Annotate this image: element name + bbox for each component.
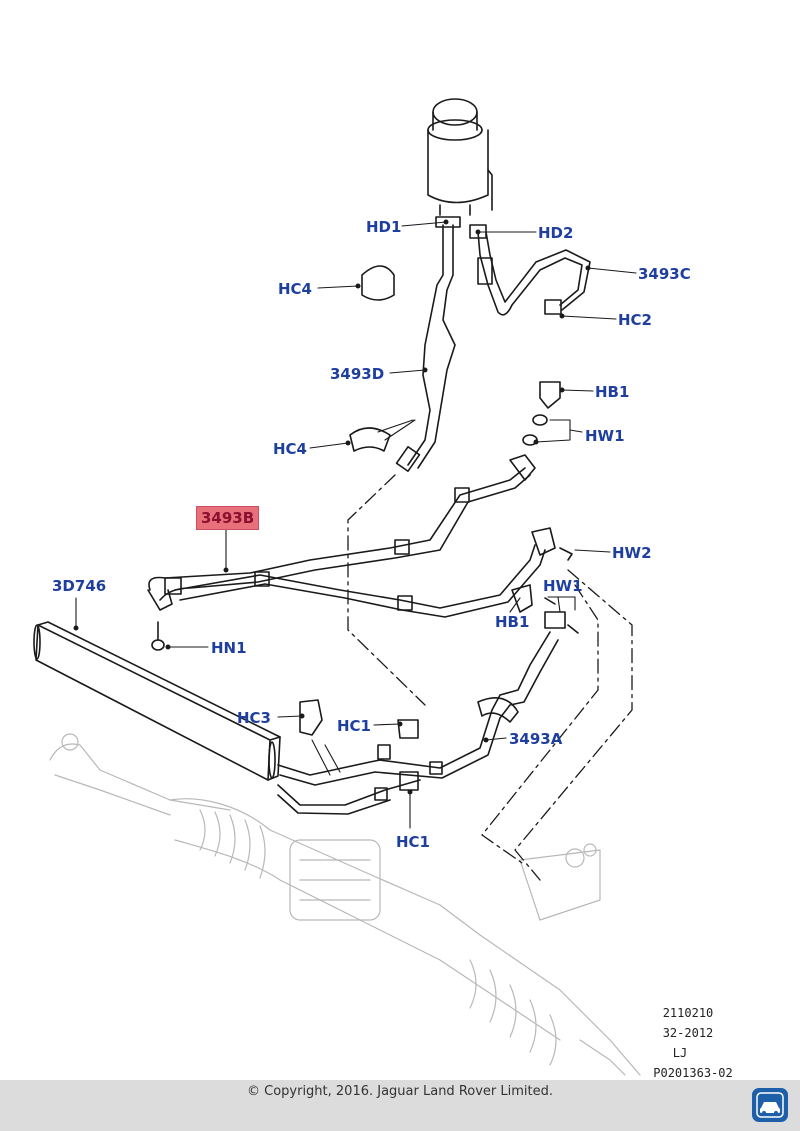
steering-rack (49, 733, 641, 1076)
label-hb1-top[interactable]: HB1 (595, 383, 630, 401)
clamp-hc1-bottom (399, 771, 419, 791)
car-app-icon[interactable] (752, 1088, 788, 1122)
clamp-hc1-mid (397, 719, 419, 739)
bolt-hb1-top (539, 381, 561, 409)
washer-hw1-top-a (532, 414, 548, 426)
cooler-3d746 (33, 621, 281, 781)
label-3d746[interactable]: 3D746 (52, 577, 107, 595)
copyright-text: © Copyright, 2016. Jaguar Land Rover Lim… (246, 1084, 553, 1099)
reservoir (427, 98, 493, 216)
washer-hw1-bottom (544, 597, 579, 634)
label-hc4-mid[interactable]: HC4 (273, 440, 307, 458)
label-hc1-bottom[interactable]: HC1 (396, 833, 430, 851)
label-hw1-bottom[interactable]: HW1 (543, 577, 583, 595)
label-hd1[interactable]: HD1 (366, 218, 402, 236)
label-hc2[interactable]: HC2 (618, 311, 652, 329)
reference-line-2: 32-2012 (662, 1026, 714, 1040)
footer-bar: © Copyright, 2016. Jaguar Land Rover Lim… (0, 1080, 800, 1131)
reference-line-4: P0201363-02 (653, 1066, 733, 1080)
hose-3493a (277, 611, 566, 815)
clamp-hd2 (469, 224, 487, 239)
hose-3493c (477, 231, 591, 316)
car-icon (756, 1092, 784, 1118)
reference-line-3: LJ (672, 1046, 688, 1060)
clamp-hd1 (435, 216, 461, 228)
clamp-hc4-mid (349, 427, 391, 452)
label-hw2[interactable]: HW2 (612, 544, 652, 562)
label-hc1-mid[interactable]: HC1 (337, 717, 371, 735)
label-3493a[interactable]: 3493A (509, 730, 563, 748)
label-hn1[interactable]: HN1 (211, 639, 247, 657)
washer-hw2 (559, 547, 573, 561)
reference-line-1: 2110210 (662, 1006, 714, 1020)
label-3493c[interactable]: 3493C (638, 265, 691, 283)
clamp-hc4-top (361, 265, 395, 301)
power-steering-hose-diagram (33, 98, 641, 1076)
hose-3493d (395, 224, 456, 473)
label-3493b-highlighted[interactable]: 3493B (196, 506, 260, 530)
label-hw1-top[interactable]: HW1 (585, 427, 625, 445)
hose-3493b (147, 454, 556, 618)
label-hd2[interactable]: HD2 (538, 224, 574, 242)
label-hc3[interactable]: HC3 (237, 709, 271, 727)
bolt-hb1-bottom (511, 584, 533, 613)
label-hb1-bottom[interactable]: HB1 (495, 613, 530, 631)
label-hc4-top[interactable]: HC4 (278, 280, 312, 298)
nut-hn1 (151, 639, 165, 651)
clamp-hc3 (299, 699, 323, 736)
label-3493d[interactable]: 3493D (330, 365, 385, 383)
